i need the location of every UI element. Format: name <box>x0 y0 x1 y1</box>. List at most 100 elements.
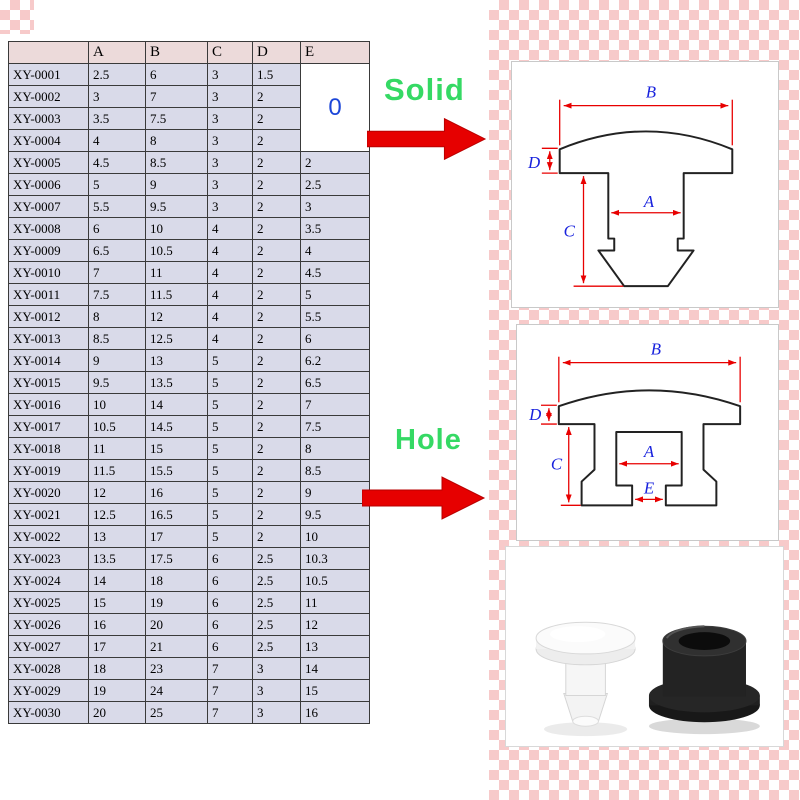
value-cell: 17.5 <box>145 547 208 570</box>
solid-arrow-icon <box>367 117 487 161</box>
row-id-cell: XY-0026 <box>8 613 89 636</box>
value-cell: 5 <box>207 393 253 416</box>
value-cell: 12.5 <box>88 503 146 526</box>
value-cell: 2 <box>252 195 301 218</box>
value-cell: 3 <box>207 63 253 86</box>
value-cell: 24 <box>145 679 208 702</box>
value-cell: 2.5 <box>252 613 301 636</box>
dim-label-c: C <box>564 222 576 241</box>
value-cell: 2.5 <box>252 547 301 570</box>
row-id-cell: XY-0012 <box>8 305 89 328</box>
value-cell: 8 <box>145 129 208 152</box>
value-cell: 9 <box>300 481 370 504</box>
value-cell: 12 <box>145 305 208 328</box>
value-cell: 16 <box>145 481 208 504</box>
value-cell: 15 <box>300 679 370 702</box>
dim-label-d: D <box>527 153 540 172</box>
value-cell: 16.5 <box>145 503 208 526</box>
value-cell: 9.5 <box>88 371 146 394</box>
value-cell: 2 <box>252 437 301 460</box>
value-cell: 8 <box>300 437 370 460</box>
value-cell: 6.2 <box>300 349 370 372</box>
value-cell: 17 <box>88 635 146 658</box>
row-id-cell: XY-0027 <box>8 635 89 658</box>
value-cell: 23 <box>145 657 208 680</box>
dim-label-c: C <box>551 455 563 474</box>
value-cell: 4.5 <box>300 261 370 284</box>
value-cell: 10.5 <box>88 415 146 438</box>
value-cell: 4 <box>207 261 253 284</box>
value-cell: 13 <box>300 635 370 658</box>
row-id-cell: XY-0004 <box>8 129 89 152</box>
value-cell: 25 <box>145 701 208 724</box>
value-cell: 13 <box>88 525 146 548</box>
value-cell: 7.5 <box>300 415 370 438</box>
value-cell: 6 <box>145 63 208 86</box>
row-id-cell: XY-0006 <box>8 173 89 196</box>
value-cell: 4 <box>207 305 253 328</box>
value-cell: 2 <box>252 305 301 328</box>
value-cell: 8 <box>88 305 146 328</box>
value-cell: 5 <box>207 371 253 394</box>
header-cell-b: B <box>145 41 208 64</box>
row-id-cell: XY-0015 <box>8 371 89 394</box>
value-cell: 9.5 <box>145 195 208 218</box>
row-id-cell: XY-0013 <box>8 327 89 350</box>
value-cell: 15 <box>145 437 208 460</box>
value-cell: 18 <box>88 657 146 680</box>
value-cell: 2 <box>252 129 301 152</box>
row-id-cell: XY-0020 <box>8 481 89 504</box>
value-cell: 18 <box>145 569 208 592</box>
value-cell: 4 <box>207 283 253 306</box>
value-cell: 6 <box>207 613 253 636</box>
value-cell: 2 <box>252 459 301 482</box>
value-cell: 2 <box>300 151 370 174</box>
value-cell: 16 <box>88 613 146 636</box>
value-cell: 13.5 <box>88 547 146 570</box>
value-cell: 12 <box>88 481 146 504</box>
value-cell: 5 <box>207 525 253 548</box>
value-cell: 3 <box>252 701 301 724</box>
value-cell: 4 <box>207 327 253 350</box>
row-id-cell: XY-0021 <box>8 503 89 526</box>
value-cell: 8.5 <box>300 459 370 482</box>
hole-plug-outline <box>557 389 742 507</box>
row-id-cell: XY-0002 <box>8 85 89 108</box>
value-cell: 10.5 <box>145 239 208 262</box>
row-id-cell: XY-0017 <box>8 415 89 438</box>
value-cell: 2 <box>252 239 301 262</box>
row-id-cell: XY-0003 <box>8 107 89 130</box>
value-cell: 10 <box>88 393 146 416</box>
value-cell: 14 <box>88 569 146 592</box>
row-id-cell: XY-0025 <box>8 591 89 614</box>
row-id-cell: XY-0019 <box>8 459 89 482</box>
value-cell: 5 <box>207 415 253 438</box>
value-cell: 2 <box>252 107 301 130</box>
row-id-cell: XY-0029 <box>8 679 89 702</box>
row-id-cell: XY-0016 <box>8 393 89 416</box>
dim-label-a: A <box>643 442 655 461</box>
row-id-cell: XY-0028 <box>8 657 89 680</box>
value-cell: 2.5 <box>300 173 370 196</box>
value-cell: 6.5 <box>300 371 370 394</box>
value-cell: 12.5 <box>145 327 208 350</box>
product-photo <box>535 621 760 737</box>
value-cell: 4.5 <box>88 151 146 174</box>
value-cell: 5.5 <box>88 195 146 218</box>
